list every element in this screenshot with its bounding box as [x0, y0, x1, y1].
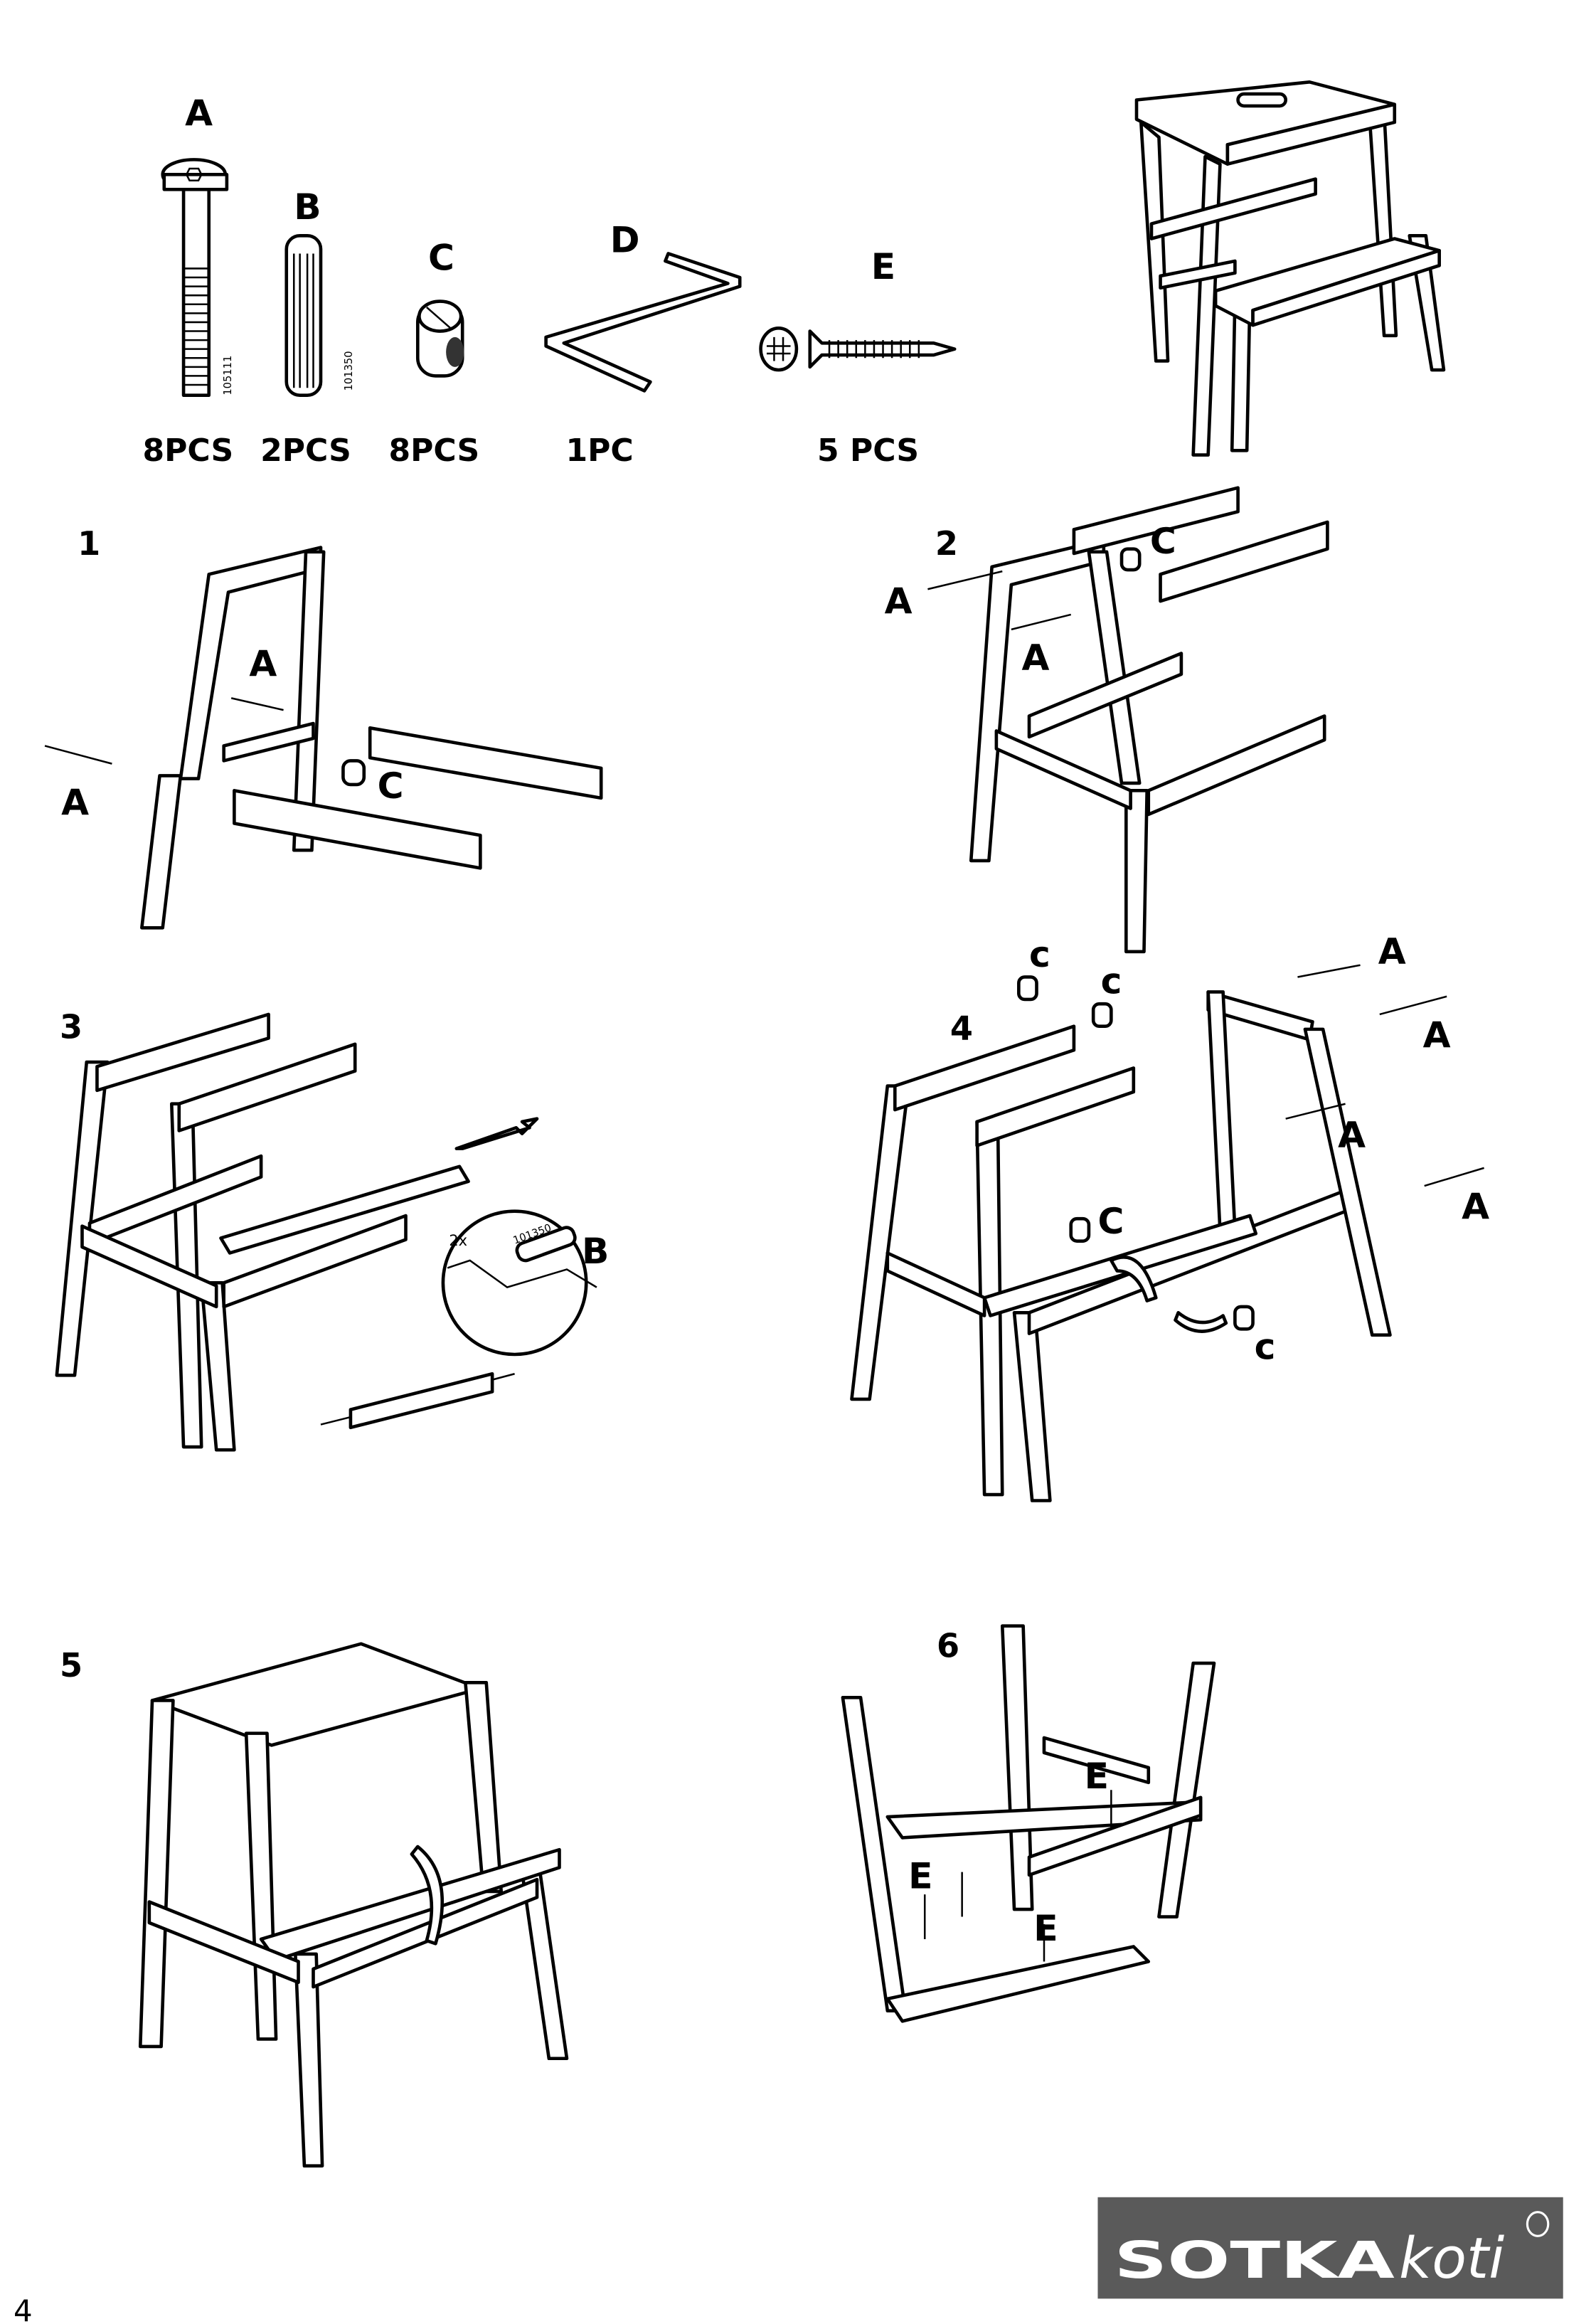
step3-label-b: B [582, 1230, 609, 1272]
step1-label-c: C [378, 765, 404, 807]
step4-label-a-4: A [1462, 1185, 1489, 1227]
part-letter-b: B [294, 186, 321, 228]
step6-label-e-1: E [1085, 1755, 1109, 1797]
wood-screw-icon [759, 327, 957, 372]
step4-label-c-2: c [1101, 960, 1122, 1002]
part-quantity-d: 1PC [566, 433, 634, 469]
step-3: 3 101350 2x B [55, 1007, 609, 1452]
step2-label-c: C [1150, 520, 1176, 562]
step-number-4: 4 [950, 1009, 973, 1048]
part-code-b: 101350 [343, 351, 355, 391]
step6-label-e-3: E [1033, 1907, 1058, 1949]
step-6: 6 E E E [841, 1624, 1216, 2023]
barrel-nut-icon [415, 299, 464, 378]
step-number-2: 2 [935, 524, 958, 563]
part-quantity-e: 5 PCS [817, 433, 919, 469]
step4-label-c-3: C [1097, 1200, 1124, 1242]
part-code-a: 105111 [222, 356, 234, 396]
wood-dowel-icon [284, 234, 323, 397]
logo-text-bold: SOTKA [1114, 2231, 1395, 2290]
step1-label-a-2: A [61, 781, 89, 823]
step-2: 2 C A A [885, 486, 1329, 954]
part-quantity-b: 2PCS [260, 433, 351, 469]
part-quantity-a: 8PCS [143, 433, 234, 469]
part-letter-c: C [428, 237, 454, 279]
step-number-5: 5 [60, 1646, 83, 1684]
step2-label-a-1: A [885, 580, 913, 622]
step-number-3: 3 [60, 1007, 83, 1046]
connector-bolt-icon [161, 158, 229, 397]
step-5: 5 [60, 1642, 569, 2168]
step4-label-c-4: c [1255, 1325, 1276, 1367]
dowel-count: 2x [449, 1232, 467, 1249]
dowel-detail-callout: 101350 2x [320, 1209, 597, 1430]
step-number-1: 1 [78, 524, 100, 563]
step6-label-e-2: E [908, 1855, 932, 1897]
step4-label-c-1: c [1029, 933, 1050, 975]
step1-label-a-1: A [249, 642, 277, 684]
step2-label-a-2: A [1022, 637, 1050, 679]
finished-step-stool-illustration [1134, 80, 1446, 457]
step-4: 4 c c A A A A C c [850, 930, 1489, 1502]
part-letter-e: E [871, 245, 895, 287]
logo-text-italic: koti [1399, 2225, 1504, 2291]
allen-key-icon [544, 252, 742, 393]
page-number: 4 [14, 2293, 33, 2324]
step4-label-a-3: A [1338, 1114, 1366, 1156]
step-number-6: 6 [937, 1627, 959, 1665]
part-letter-d: D [610, 218, 640, 260]
part-quantity-c: 8PCS [388, 433, 479, 469]
part-letter-a: A [185, 92, 213, 134]
parts-list: A 105111 B 101350 C D E [143, 92, 957, 469]
step4-label-a-1: A [1378, 930, 1406, 972]
step4-label-a-2: A [1423, 1014, 1451, 1056]
step-1: 1 A A C [44, 524, 603, 930]
sotkakoti-logo: SOTKA koti [1097, 2197, 1563, 2299]
